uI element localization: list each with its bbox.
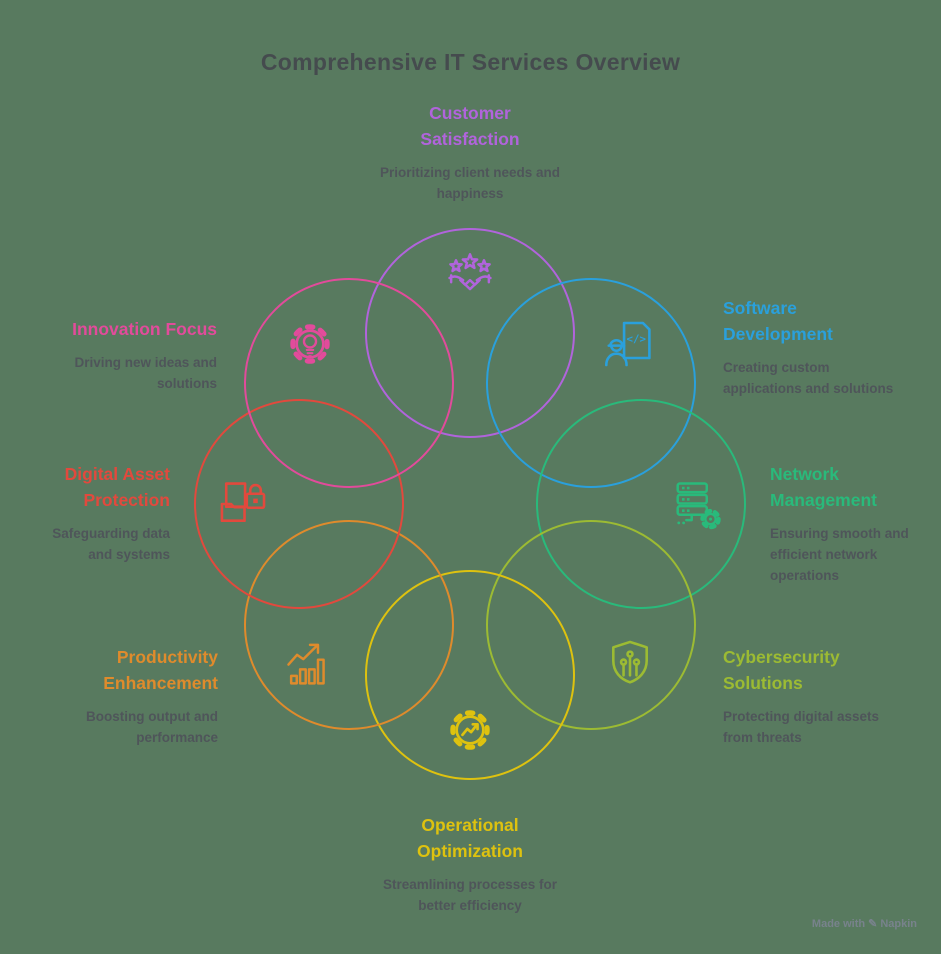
category-title: Operational Optimization	[417, 815, 523, 861]
category-title: Customer Satisfaction	[420, 103, 520, 149]
category-title: Productivity Enhancement	[103, 647, 218, 693]
gear-lightbulb-icon	[282, 316, 338, 372]
category-innovation-focus: Innovation Focus Driving new ideas and s…	[0, 316, 217, 394]
folder-lock-icon	[216, 476, 272, 532]
category-description: Prioritizing client needs and happiness	[379, 165, 561, 201]
category-description: Driving new ideas and solutions	[74, 355, 217, 391]
made-with-napkin-watermark: Made with✎Napkin	[812, 917, 917, 930]
category-title: Software Development	[723, 298, 833, 344]
category-cybersecurity-solutions: Cybersecurity Solutions Protecting digit…	[723, 644, 933, 748]
pen-icon: ✎	[868, 918, 878, 930]
category-software-development: Software Development Creating custom app…	[723, 295, 923, 399]
category-title: Cybersecurity Solutions	[723, 647, 840, 693]
category-customer-satisfaction: Customer Satisfaction Prioritizing clien…	[330, 100, 610, 204]
category-title: Digital Asset Protection	[64, 464, 170, 510]
category-operational-optimization: Operational Optimization Streamlining pr…	[330, 812, 610, 916]
category-title: Innovation Focus	[72, 319, 217, 339]
category-description: Streamlining processes for better effici…	[382, 877, 558, 913]
page-title: Comprehensive IT Services Overview	[260, 49, 681, 75]
stars-handshake-icon	[442, 250, 498, 306]
svg-text:</>: </>	[627, 332, 647, 345]
server-gear-icon	[668, 476, 724, 532]
gear-trend-icon	[442, 702, 498, 758]
developer-code-doc-icon: </>	[602, 316, 658, 372]
category-description: Safeguarding data and systems	[52, 526, 170, 562]
category-description: Creating custom applications and solutio…	[723, 360, 894, 396]
bar-chart-growth-icon	[282, 636, 338, 692]
category-description: Protecting digital assets from threats	[723, 709, 880, 745]
category-network-management: Network Management Ensuring smooth and e…	[770, 461, 930, 586]
category-title: Network Management	[770, 464, 877, 510]
shield-circuit-icon	[602, 636, 658, 692]
watermark-text: Made with	[811, 918, 866, 930]
watermark-brand: Napkin	[880, 918, 917, 930]
category-productivity-enhancement: Productivity Enhancement Boosting output…	[18, 644, 218, 748]
circle-innovation-focus	[244, 278, 454, 488]
category-digital-asset-protection: Digital Asset Protection Safeguarding da…	[0, 461, 170, 565]
category-description: Boosting output and performance	[86, 709, 218, 745]
category-description: Ensuring smooth and efficient network op…	[770, 526, 909, 583]
